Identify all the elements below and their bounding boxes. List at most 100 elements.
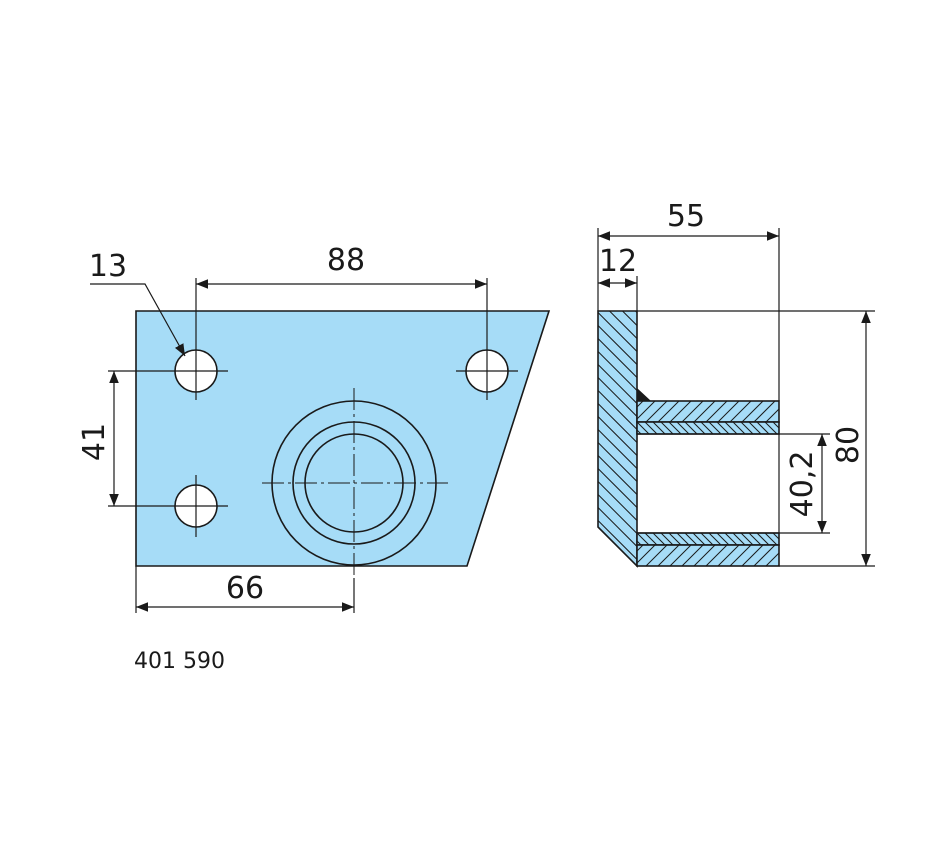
hatch-line <box>635 310 638 313</box>
hatch-line <box>668 532 682 546</box>
hatch-line <box>741 400 764 423</box>
hatch-line <box>716 532 730 546</box>
hatch-line <box>644 421 658 435</box>
hatch-line <box>777 420 780 423</box>
hatch-line <box>681 544 704 567</box>
hatch-line <box>753 544 776 567</box>
hatch-line <box>597 416 638 456</box>
hatch-line <box>597 377 638 417</box>
hatch-line <box>740 532 754 546</box>
hatch-line <box>652 532 666 546</box>
hatch-line <box>597 442 638 482</box>
hatch-line <box>597 507 638 547</box>
hatch-line <box>716 421 730 435</box>
hatch-line <box>652 421 666 435</box>
hatch-line <box>748 532 762 546</box>
hatch-line <box>753 400 776 423</box>
hatch-line <box>660 532 674 546</box>
hatch-line <box>772 532 780 540</box>
hatch-line <box>597 481 638 521</box>
hatch-line <box>693 544 716 567</box>
hatch-line <box>684 421 698 435</box>
hatch-line <box>676 532 690 546</box>
hatch-line <box>693 400 716 423</box>
hatch-line <box>636 400 644 408</box>
hatch-line <box>622 310 638 326</box>
hatch-line <box>657 544 680 567</box>
hatch-line <box>660 421 674 435</box>
dim-41-label: 41 <box>77 423 112 461</box>
hatch-line <box>756 532 770 546</box>
hatch-line <box>597 429 638 469</box>
hatch-line <box>657 400 680 423</box>
hatch-line <box>684 532 698 546</box>
hatch-line <box>717 400 740 423</box>
hatch-line <box>668 421 682 435</box>
hatch-line <box>717 544 740 567</box>
hatch-line <box>597 325 638 365</box>
hatch-line <box>636 544 656 564</box>
hatch-line <box>732 532 746 546</box>
hatch-line <box>669 544 692 567</box>
hatch-line <box>597 468 638 508</box>
hatch-line <box>724 421 738 435</box>
hatch-line <box>597 351 638 391</box>
hatch-line <box>636 400 656 420</box>
hatch-line <box>756 421 770 435</box>
hatch-line <box>669 400 692 423</box>
hatch-line <box>636 532 650 546</box>
hatch-line <box>676 421 690 435</box>
hatch-line <box>644 532 658 546</box>
weld-mark <box>637 388 651 401</box>
hatch-line <box>681 400 704 423</box>
hatch-line <box>636 429 642 435</box>
dim-13-label: 13 <box>89 249 127 284</box>
hatch-line <box>705 544 728 567</box>
hatch-line <box>636 421 650 435</box>
hatch-line <box>597 364 638 404</box>
hatch-line <box>597 312 638 352</box>
part-number: 401 590 <box>134 649 225 674</box>
hatch-line <box>636 544 644 552</box>
hatch-line <box>597 455 638 495</box>
hatch-line <box>645 544 668 567</box>
hatch-line <box>729 544 752 567</box>
hatch-line <box>609 310 638 339</box>
hatch-line <box>729 400 752 423</box>
hatch-line <box>741 544 764 567</box>
hatch-line <box>777 564 780 567</box>
hatch-line <box>705 400 728 423</box>
hatch-line <box>597 338 638 378</box>
dim-12-label: 12 <box>599 244 637 279</box>
tube-bottom-outer-section <box>636 544 780 567</box>
hatch-line <box>765 408 780 423</box>
hatch-line <box>732 421 746 435</box>
hatch-line <box>772 421 780 429</box>
hatch-line <box>597 520 638 560</box>
hatch-line <box>692 421 706 435</box>
hatch-line <box>764 421 778 435</box>
hatch-line <box>597 403 638 443</box>
hatch-line <box>708 532 722 546</box>
dim-40-2-label: 40,2 <box>785 451 820 518</box>
hatch-line <box>740 421 754 435</box>
side-view: 55 12 80 40,2 <box>597 199 875 568</box>
hatch-line <box>700 421 714 435</box>
dim-66-label: 66 <box>226 571 264 606</box>
hatch-line <box>748 421 762 435</box>
hatch-line <box>708 421 722 435</box>
hatch-line <box>700 532 714 546</box>
section-hatching <box>597 310 780 567</box>
hatch-line <box>597 494 638 534</box>
dim-80-label: 80 <box>831 426 866 464</box>
hatch-line <box>692 532 706 546</box>
front-view: 88 13 41 66 <box>77 243 551 613</box>
hatch-line <box>645 400 668 423</box>
hatch-line <box>764 532 778 546</box>
dim-55-label: 55 <box>667 199 705 234</box>
hatch-line <box>597 390 638 430</box>
hatch-line <box>765 552 780 567</box>
hatch-line <box>724 532 738 546</box>
dim-88-label: 88 <box>327 243 365 278</box>
